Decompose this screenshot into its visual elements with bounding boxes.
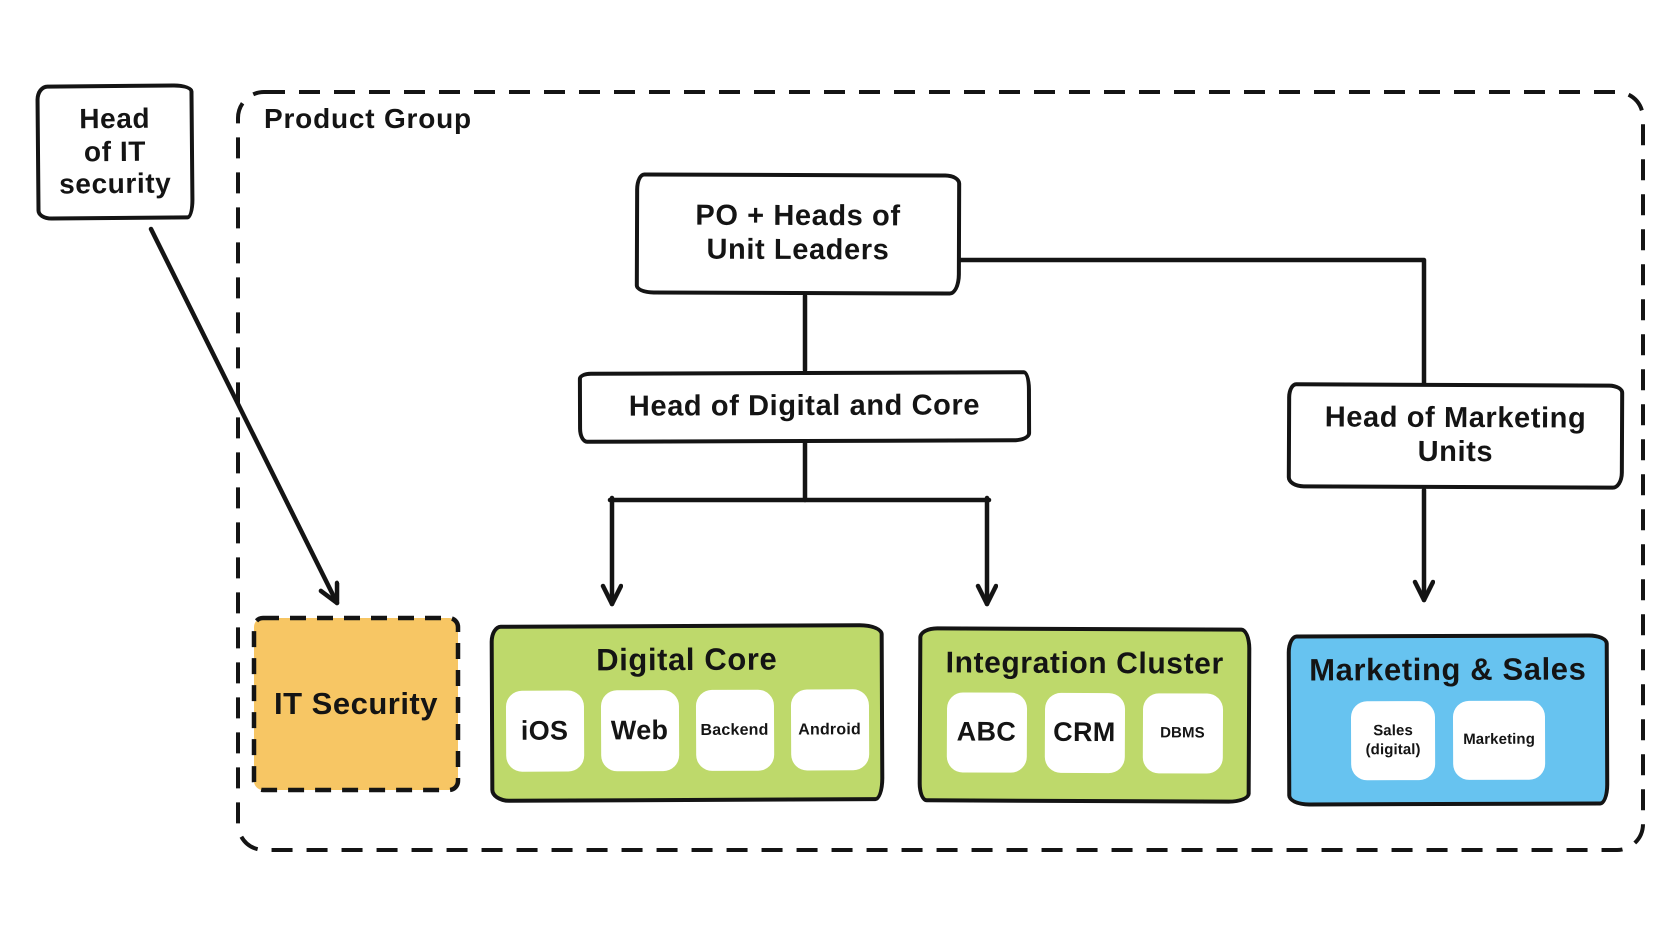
node-head-of-it-security-line: of IT [83, 135, 147, 168]
node-po-heads-of-unit-leaders: PO + Heads of Unit Leaders [634, 172, 962, 296]
cluster-marketing-sales-title: Marketing & Sales [1309, 651, 1587, 688]
node-head-of-it-security: Head of IT security [35, 83, 195, 221]
it-security-box-shape [251, 615, 461, 793]
chip-backend: Backend [695, 689, 774, 771]
chip-marketing: Marketing [1452, 700, 1546, 780]
cluster-it-security-title: IT Security [274, 686, 438, 721]
node-po-line: PO + Heads of [695, 200, 901, 233]
cluster-integration-title: Integration Cluster [945, 646, 1224, 681]
chip-web: Web [600, 690, 679, 772]
cluster-marketing-sales: Marketing & Sales Sales (digital) Market… [1286, 633, 1610, 807]
node-head-of-it-security-line: Head [79, 102, 151, 135]
product-group-boundary [236, 90, 1645, 852]
cluster-digital-core-title: Digital Core [596, 641, 778, 678]
cluster-digital-core: Digital Core iOS Web Backend Android [489, 623, 885, 803]
cluster-digital-core-units: iOS Web Backend Android [505, 689, 869, 772]
node-head-of-digital-and-core: Head of Digital and Core [577, 370, 1032, 444]
product-group-label: Product Group [264, 103, 472, 134]
chip-abc: ABC [946, 692, 1027, 773]
cluster-integration-units: ABC CRM DBMS [946, 692, 1223, 774]
chip-dbms: DBMS [1142, 693, 1223, 774]
node-head-digital-label: Head of Digital and Core [628, 389, 981, 423]
node-po-line: Unit Leaders [706, 233, 890, 267]
chip-android: Android [790, 689, 869, 771]
connector-po-to-head-marketing [954, 257, 1427, 387]
node-head-of-it-security-line: security [59, 167, 172, 200]
node-head-marketing-line: Head of Marketing [1324, 401, 1587, 435]
cluster-integration: Integration Cluster ABC CRM DBMS [917, 626, 1252, 804]
arrow-to-it-security [148, 226, 337, 606]
cluster-marketing-sales-units: Sales (digital) Marketing [1350, 700, 1546, 781]
chip-sales-digital: Sales (digital) [1350, 701, 1436, 781]
chip-crm: CRM [1044, 692, 1125, 774]
node-head-of-marketing-units: Head of Marketing Units [1286, 382, 1625, 490]
chip-ios: iOS [505, 690, 584, 772]
node-head-marketing-line: Units [1417, 435, 1494, 469]
